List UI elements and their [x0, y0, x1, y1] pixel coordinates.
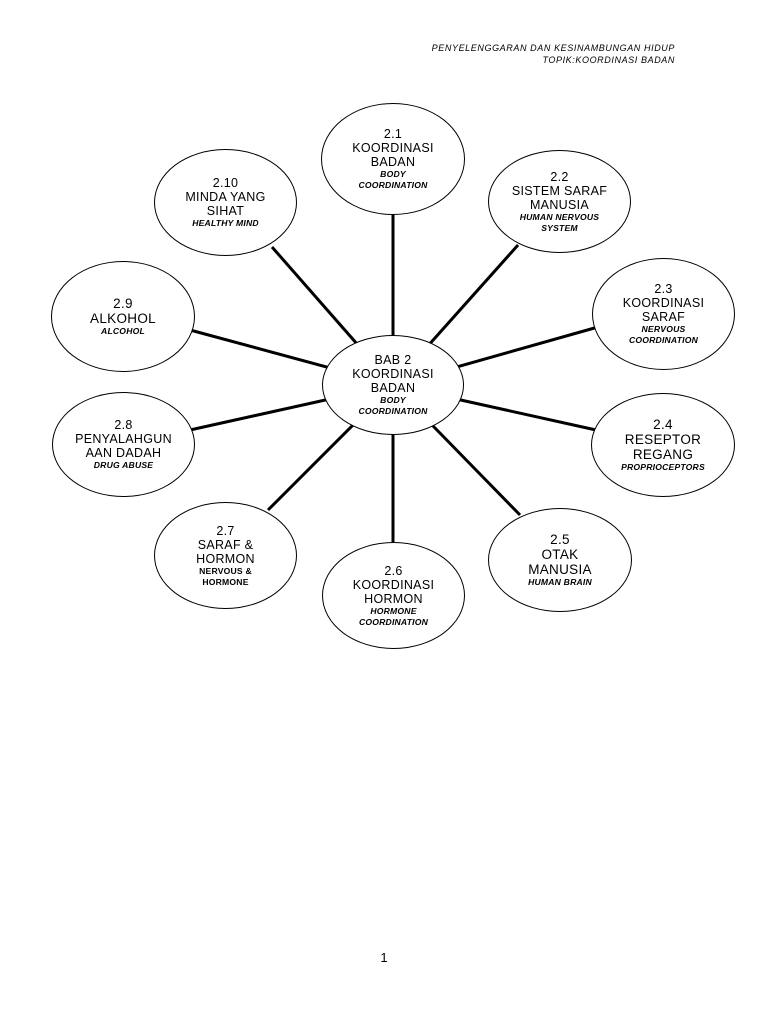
node-2-3-english: NERVOUS COORDINATION: [628, 324, 699, 345]
node-2-3: 2.3 KOORDINASI SARAF NERVOUS COORDINATIO…: [592, 258, 735, 370]
header-topic: TOPIK:KOORDINASI BADAN: [542, 55, 675, 65]
node-2-1-english: BODY COORDINATION: [358, 169, 428, 190]
node-2-6-english: HORMONE COORDINATION: [358, 605, 429, 627]
node-2-4-label: 2.4 RESEPTOR REGANG: [624, 417, 702, 462]
node-2-10-label: 2.10 MINDA YANG SIHAT: [185, 176, 266, 218]
node-2-4-english: PROPRIOCEPTORS: [621, 462, 705, 472]
node-2-5-english: HUMAN BRAIN: [528, 577, 592, 587]
node-2-8: 2.8 PENYALAHGUN AAN DADAH DRUG ABUSE: [52, 392, 195, 497]
node-2-4: 2.4 RESEPTOR REGANG PROPRIOCEPTORS: [591, 393, 735, 497]
node-2-2-english: HUMAN NERVOUS SYSTEM: [519, 211, 600, 233]
node-2-5: 2.5 OTAK MANUSIA HUMAN BRAIN: [488, 508, 632, 612]
node-2-7-label: 2.7 SARAF & HORMON: [196, 523, 255, 566]
node-2-6-label: 2.6 KOORDINASI HORMON: [352, 563, 435, 606]
center-node: BAB 2 KOORDINASI BADAN BODY COORDINATION: [322, 335, 464, 435]
node-2-3-label: 2.3 KOORDINASI SARAF: [622, 282, 705, 324]
node-2-8-english: DRUG ABUSE: [93, 460, 154, 470]
node-2-2-label: 2.2 SISTEM SARAF MANUSIA: [511, 169, 608, 212]
node-2-9-english: ALCOHOL: [101, 326, 145, 336]
node-2-10: 2.10 MINDA YANG SIHAT HEALTHY MIND: [154, 149, 297, 256]
node-2-7-english: NERVOUS & HORMONE: [199, 565, 252, 587]
node-2-8-label: 2.8 PENYALAHGUN AAN DADAH: [75, 418, 172, 460]
node-2-5-label: 2.5 OTAK MANUSIA: [528, 532, 592, 577]
page-header: PENYELENGGARAN DAN KESINAMBUNGAN HIDUP T…: [432, 42, 675, 66]
node-2-6: 2.6 KOORDINASI HORMON HORMONE COORDINATI…: [322, 542, 465, 649]
node-2-1: 2.1 KOORDINASI BADAN BODY COORDINATION: [321, 103, 465, 215]
page-number: 1: [380, 950, 388, 965]
header-subject: PENYELENGGARAN DAN KESINAMBUNGAN HIDUP: [431, 43, 675, 53]
node-2-1-label: 2.1 KOORDINASI BADAN: [352, 127, 434, 169]
node-2-9: 2.9 ALKOHOL ALCOHOL: [51, 261, 195, 372]
node-2-9-label: 2.9 ALKOHOL: [90, 296, 156, 326]
node-2-2: 2.2 SISTEM SARAF MANUSIA HUMAN NERVOUS S…: [488, 150, 631, 253]
center-node-english: BODY COORDINATION: [358, 395, 428, 416]
center-node-label: BAB 2 KOORDINASI BADAN: [352, 353, 434, 395]
node-2-10-english: HEALTHY MIND: [192, 218, 259, 228]
node-2-7: 2.7 SARAF & HORMON NERVOUS & HORMONE: [154, 502, 297, 609]
